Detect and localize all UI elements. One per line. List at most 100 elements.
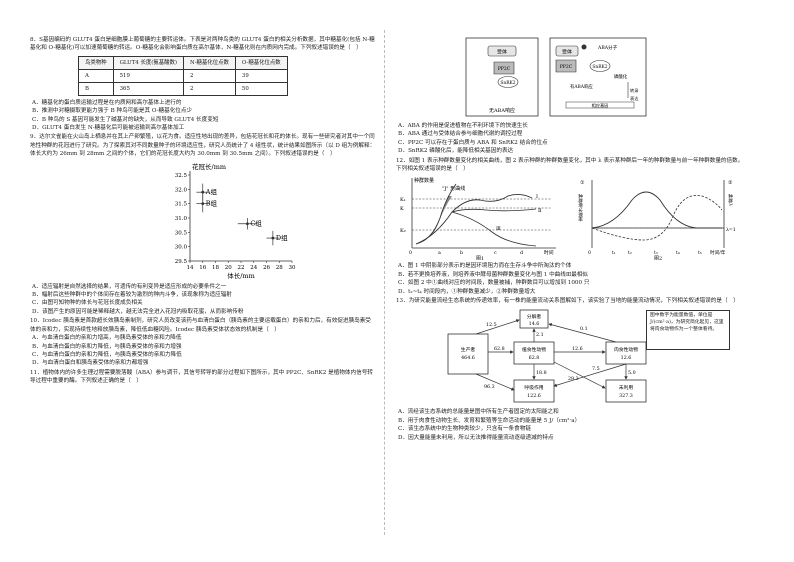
- aba-response-label: 有ABA响应: [570, 83, 593, 90]
- table-row: A 519 2 39: [78, 68, 288, 83]
- question-8-stem: 8．S基因编码的 GLUT4 蛋白是细胞膜上葡萄糖的主要转运体。下表是对两种鸟类…: [30, 37, 375, 52]
- option-a: A．糖基化的蛋白质运输过程是在内质网和高尔基体上进行的: [32, 99, 182, 106]
- x-tick-t3: t₃: [654, 250, 658, 256]
- flow-value: 12.6: [572, 346, 583, 352]
- transcription-label: 转录: [630, 87, 638, 94]
- flow-value: 7.5: [592, 366, 600, 372]
- curve-iii: [451, 212, 537, 247]
- question-8: 8．S基因编码的 GLUT4 蛋白是细胞膜上葡萄糖的主要转运体。下表是对两种鸟类…: [30, 36, 376, 132]
- option-b: B．若不更换培养液，则培养液中酵母菌种群数量变化与图 1 中曲线Ⅲ最相似: [398, 271, 589, 278]
- question-12: 12．如图 1 表示种群数量变化的相关曲线，图 2 表示种群的种群数量变化，其中…: [396, 157, 748, 296]
- table-header: N-糖基化位点数: [183, 55, 236, 70]
- respiration-box: [513, 380, 555, 403]
- unused-value: 327.3: [619, 393, 633, 399]
- no-response-label: 无ABA响应: [489, 107, 515, 114]
- receptor-label: 受体: [497, 49, 507, 56]
- question-13-stem: 13．为研究能量流经生态系统的传递效率，有一株的能量流动关系图解如下，该实验了当…: [396, 298, 739, 305]
- j-curve-label: "J" 形曲线: [442, 185, 465, 192]
- option-c: C．B 种鸟的 S 基因可能发生了碱基对的缺失，从而导致 GLUT4 长度变短: [32, 116, 219, 123]
- curve-2-marker: ②: [728, 180, 733, 186]
- x-tick-c: c: [494, 251, 497, 256]
- table-cell: A: [78, 68, 114, 83]
- pp2c-label: PP2C: [498, 66, 511, 72]
- flow-value: 18.8: [536, 370, 547, 376]
- curve-ii: [451, 209, 537, 213]
- option-a: A．流经该生态系统的总能量是图中所有生产者固定的太阳能之和: [398, 409, 559, 416]
- x-tick-t2: t₂: [628, 250, 632, 256]
- unused-box: [605, 380, 647, 403]
- option-c: C．由图可知物种的体长与花冠长度成负相关: [32, 300, 143, 307]
- herbivore-label: 植食性动物: [522, 346, 546, 353]
- x-tick-label: 26: [263, 265, 270, 271]
- question-9: 9．达尔文雀能在火山岛上栖息并在其上产卵繁殖，以花为食。适应性地出现的差异，包括…: [30, 133, 376, 316]
- herbivore-value: 62.8: [529, 355, 540, 361]
- question-9-stem: 9．达尔文雀能在火山岛上栖息并在其上产卵繁殖，以花为食。适应性地出现的差异，包括…: [30, 134, 376, 158]
- table-cell: 365: [112, 81, 185, 96]
- x-tick-b: b: [460, 250, 463, 256]
- question-11: 11．植物体内的许多生理过程需要脱落酸（ABA）参与调节，其信号转导的部分过程如…: [30, 369, 376, 386]
- option-a: A．ABA 的作用是促进植物在不利环境下的快速生长: [398, 123, 528, 129]
- question-12-stem: 12．如图 1 表示种群数量变化的相关曲线，图 2 表示种群的种群数量变化，其中…: [396, 157, 744, 173]
- option-b: B．与血清白蛋白的亲和力降低，与胰岛素受体的亲和力增强: [32, 343, 182, 350]
- option-d: D．t₂~t₄ 时间段内，①种群数量减少，②种群数量增大: [398, 288, 536, 295]
- x-tick-a: a: [438, 251, 441, 256]
- respiration-value: 122.6: [527, 393, 541, 399]
- option-a: A．适应辐射是自然选择的结果，可遗传的有利变异是适应形成的必要条件之一: [32, 283, 227, 290]
- table-cell: 2: [183, 68, 236, 83]
- energy-note-box: 图中数字为能量数值，单位是J/(cm²·a)，为研究简化起见，这里将肉食动物作为…: [646, 310, 730, 351]
- producer-value: 464.6: [461, 355, 475, 361]
- question-10-stem: 10．Icodec 胰岛素是首款超长效胰岛素制剂，研究人员改变该药与血清白蛋白（…: [30, 318, 371, 333]
- k-label: K: [400, 206, 404, 212]
- phosphorylation-label: 磷酸化: [614, 73, 628, 80]
- y-axis-label: 花冠长/mm: [192, 162, 226, 171]
- population-curve-figure-1: 种群数量 "J" 形曲线 K₁ K K₂ Ⅰ Ⅱ Ⅲ 0: [400, 177, 556, 260]
- option-b: B．ABA 通过与受体结合参与细胞代谢的调控过程: [398, 131, 523, 138]
- fig2-x-axis-label: 时间/年: [710, 249, 726, 256]
- k1-label: K₁: [400, 197, 406, 203]
- fig2-caption: 图2: [654, 256, 662, 260]
- decomposer-value: 14.6: [529, 321, 540, 327]
- data-point: [271, 236, 275, 240]
- flow-value: 62.8: [494, 346, 505, 352]
- option-d: D．SnRK2 磷酸化后，能降低相关基因的表达: [398, 148, 514, 155]
- table-cell: 39: [234, 68, 288, 83]
- option-a: A．与血清白蛋白的亲和力增高，与胰岛素受体的亲和力降低: [32, 335, 182, 342]
- aba-label: ABA分子: [597, 44, 618, 51]
- flow-value: 12.5: [486, 322, 497, 328]
- y-tick-label: 30.0: [175, 244, 188, 250]
- x-tick-0: 0: [409, 250, 412, 256]
- data-point-label: D组: [276, 233, 288, 242]
- y-tick-label: 32.0: [175, 187, 188, 193]
- population-figures: 种群数量 "J" 形曲线 K₁ K K₂ Ⅰ Ⅱ Ⅲ 0: [396, 174, 748, 260]
- k2-label: K₂: [400, 228, 406, 234]
- energy-flow-diagram: 生产者 464.6 分解者 14.6 植食性动物 62.8 肉食性动物 12.6: [447, 310, 647, 403]
- producer-label: 生产者: [461, 346, 476, 353]
- fig2-left-y-label: 种群增长速率: [578, 193, 583, 223]
- fig1-y-axis-label: 种群数量: [414, 177, 434, 184]
- gene-label: 相应基因: [592, 102, 609, 109]
- option-d: D．与血清白蛋白和胰岛素受体的亲和力都增强: [32, 360, 149, 367]
- option-d: D．该图产生的原因可能是稀释越大，越无法完全进入花冠内吸取花蜜，从而影响传粉: [32, 308, 244, 315]
- x-tick-0: 0: [588, 250, 591, 256]
- x-tick-label: 20: [225, 265, 232, 271]
- left-column: 8．S基因编码的 GLUT4 蛋白是细胞膜上葡萄糖的主要转运体。下表是对两种鸟类…: [30, 36, 376, 387]
- scatter-chart: 花冠长/mm体长/mm29.530.030.531.031.532.032.51…: [175, 162, 296, 280]
- data-point: [201, 190, 205, 194]
- aba-pathway-diagram: 受体 PP2C SnRK2 无ABA响应 受体 ABA分子 PP2C SnRK2…: [465, 37, 647, 117]
- option-c: C．与血清白蛋白的亲和力降低，与胰岛素受体的亲和力降低: [32, 351, 182, 358]
- aba-molecule-icon: [581, 44, 587, 50]
- curve-i-label: Ⅰ: [536, 194, 538, 200]
- data-point-label: B组: [206, 198, 218, 207]
- data-point-label: C组: [250, 218, 262, 227]
- table-header: 鸟类物种: [78, 55, 114, 70]
- question-10: 10．Icodec 胰岛素是首款超长效胰岛素制剂，研究人员改变该药与血清白蛋白（…: [30, 317, 376, 367]
- right-column: 受体 PP2C SnRK2 无ABA响应 受体 ABA分子 PP2C SnRK2…: [396, 36, 748, 443]
- y-tick-label: 30.5: [175, 230, 188, 236]
- flow-value: 96.3: [484, 384, 495, 390]
- x-tick-t1: t₁: [612, 250, 616, 256]
- question-11-stem: 11．植物体内的许多生理过程需要脱落酸（ABA）参与调节，其信号转导的部分过程如…: [30, 369, 373, 385]
- option-c: C．如图 2 中①曲线对应的时间段，数量被捕，种群数目可以增加到 1000 只: [398, 280, 590, 287]
- x-tick-label: 14: [187, 265, 194, 271]
- unused-label: 未利用: [619, 384, 634, 391]
